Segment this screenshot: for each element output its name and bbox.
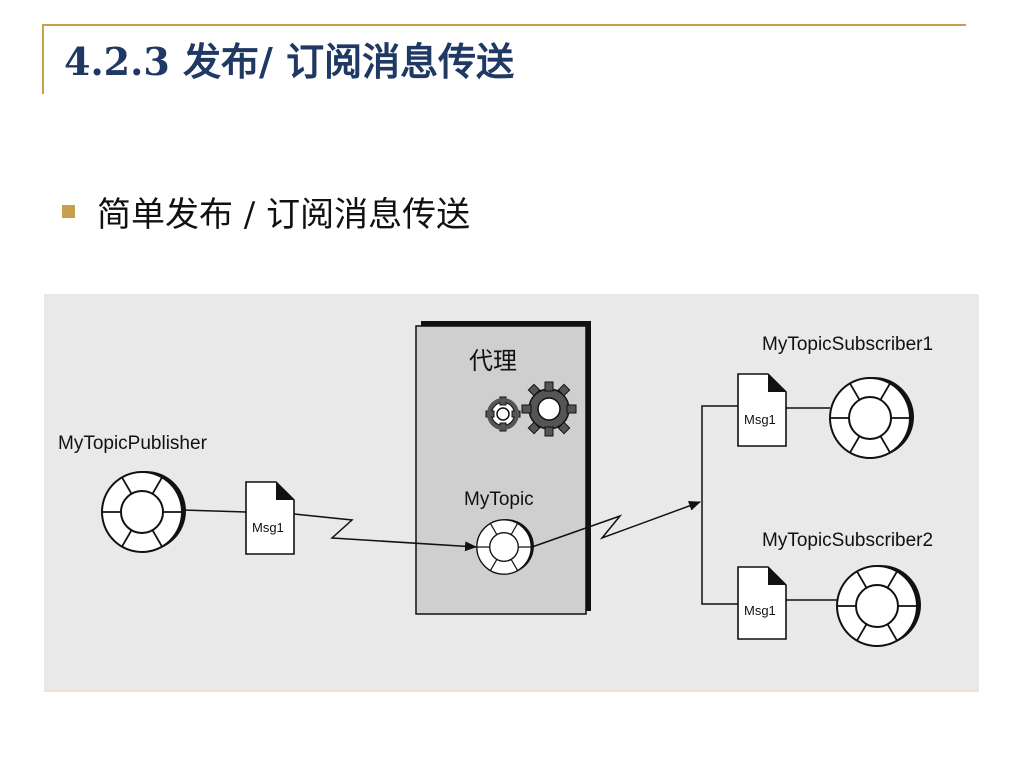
bullet-text: 简单发布 / 订阅消息传送 bbox=[97, 194, 471, 235]
diagram-canvas: 代理 bbox=[44, 294, 979, 692]
message-label-publisher: Msg1 bbox=[252, 520, 284, 535]
page-title: 4.2.3 发布/ 订阅消息传送 bbox=[64, 39, 515, 84]
gear-icon bbox=[485, 381, 577, 437]
publisher-label: MyTopicPublisher bbox=[58, 433, 208, 454]
subscriber1-icon bbox=[829, 376, 915, 459]
message-document-icon bbox=[245, 481, 295, 555]
subscriber1-label: MyTopicSubscriber1 bbox=[762, 334, 933, 355]
bullet-marker bbox=[62, 204, 75, 218]
message-document-icon bbox=[737, 373, 787, 447]
broker-label: 代理 bbox=[469, 347, 517, 375]
deliver-arrow bbox=[531, 501, 701, 548]
publisher-icon bbox=[101, 470, 187, 553]
topic-label: MyTopic bbox=[464, 489, 534, 510]
message-label-subscriber1: Msg1 bbox=[744, 412, 776, 427]
publish-arrow bbox=[293, 513, 477, 552]
message-label-subscriber2: Msg1 bbox=[744, 603, 776, 618]
topic-icon bbox=[476, 518, 535, 575]
title-rule-left bbox=[42, 24, 44, 94]
subscriber2-label: MyTopicSubscriber2 bbox=[762, 530, 933, 551]
subscriber2-icon bbox=[836, 564, 922, 647]
title-rule-top bbox=[42, 24, 966, 26]
bullet-item: 简单发布 / 订阅消息传送 bbox=[62, 186, 470, 236]
pubsub-diagram: 代理 bbox=[44, 294, 979, 692]
